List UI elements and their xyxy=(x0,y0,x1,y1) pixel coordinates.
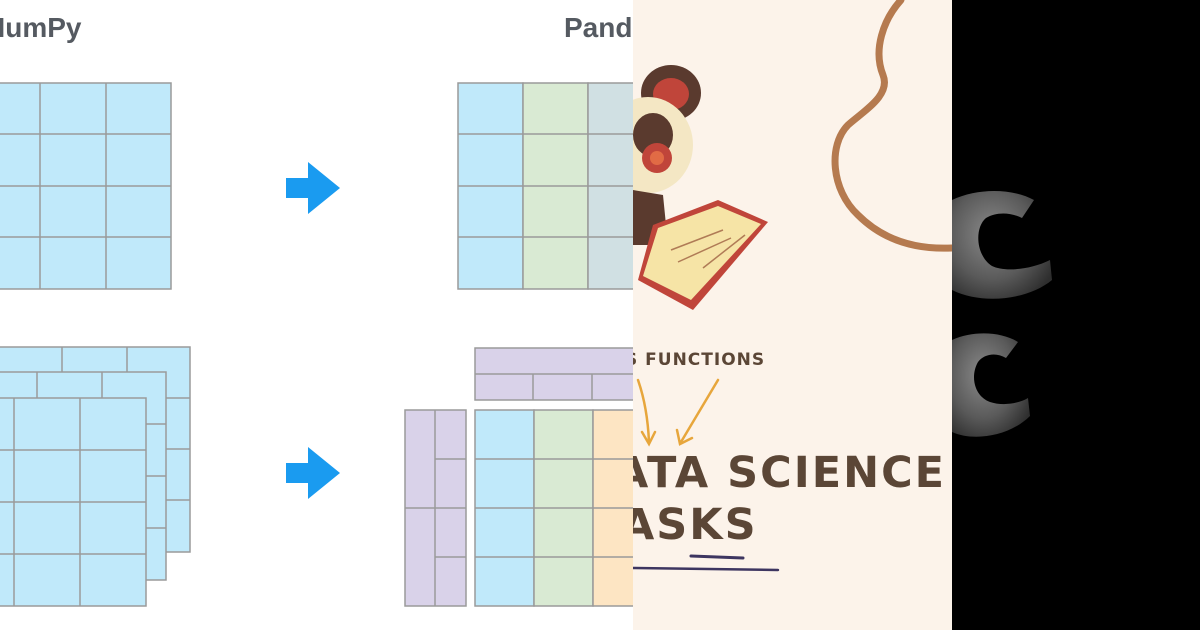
pandas-title: Pandas xyxy=(564,12,633,43)
underline-base xyxy=(633,566,780,572)
pandas-multiindex-body xyxy=(474,409,633,607)
numpy-title: NumPy xyxy=(0,12,82,43)
pandas-dataframe xyxy=(457,82,633,290)
data-science-poster: S FUNCTIONS ATA SCIENCE ASKS xyxy=(633,0,952,630)
numpy-2d-grid xyxy=(0,82,172,290)
functions-caption: S FUNCTIONS xyxy=(633,350,766,370)
numpy-pandas-diagram: NumPy Pandas xyxy=(0,12,633,607)
arrow-right-icon xyxy=(286,162,340,214)
wrench-graphic xyxy=(952,191,1052,437)
poster-title-line2: ASKS xyxy=(633,500,758,550)
poster-title-line1: ATA SCIENCE xyxy=(633,448,946,498)
poster-illustration xyxy=(633,0,952,572)
arrow-right-icon xyxy=(286,447,340,499)
diagram-graphic xyxy=(0,82,633,607)
arrow-down-icon xyxy=(636,378,651,444)
pandas-row-index xyxy=(404,409,467,607)
decorative-curve xyxy=(831,0,952,252)
underline-accent xyxy=(689,554,745,560)
wrench-photo xyxy=(952,0,1200,630)
arrow-down-icon xyxy=(679,378,720,444)
wrench-icon xyxy=(952,191,1052,299)
wrench-icon xyxy=(952,333,1030,437)
bear-reading-illustration xyxy=(633,65,768,310)
pandas-column-index xyxy=(474,347,633,401)
numpy-3d-stack xyxy=(0,346,191,607)
